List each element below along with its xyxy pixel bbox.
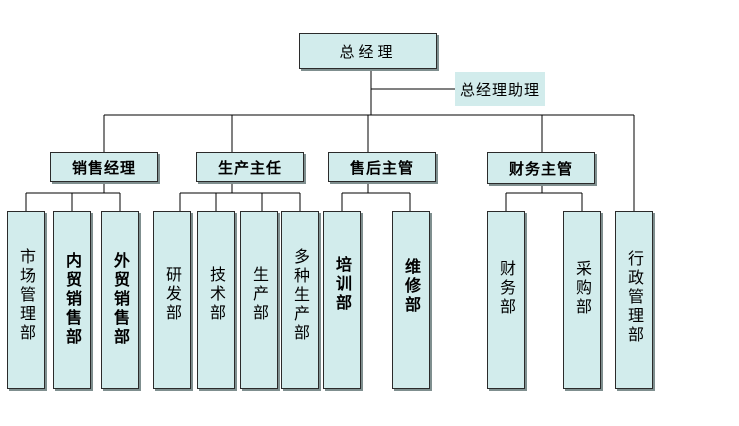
dept-label: 维修部 — [402, 258, 421, 315]
dept-label: 市场管理部 — [17, 248, 36, 343]
dept-technical: 技术部 — [197, 211, 235, 389]
assistant-label: 总经理助理 — [459, 80, 540, 99]
dept-label: 研发部 — [163, 266, 182, 323]
dept-label: 行政管理部 — [625, 250, 644, 345]
finance-supervisor-box: 财务主管 — [487, 152, 595, 184]
dept-label: 技术部 — [207, 266, 226, 323]
assistant-box: 总经理助理 — [455, 72, 545, 106]
dept-domestic-sales: 内贸销售部 — [53, 211, 91, 389]
dept-label: 多种生产部 — [291, 248, 310, 343]
dept-rnd: 研发部 — [153, 211, 191, 389]
dept-label: 财务部 — [497, 260, 516, 317]
after-sales-supervisor-label: 售后主管 — [349, 158, 414, 177]
dept-label: 内贸销售部 — [63, 252, 82, 347]
sales-manager-box: 销售经理 — [50, 152, 158, 182]
production-director-label: 生产主任 — [217, 158, 282, 177]
finance-supervisor-label: 财务主管 — [508, 159, 573, 178]
dept-foreign-sales: 外贸销售部 — [101, 211, 139, 389]
after-sales-supervisor-box: 售后主管 — [328, 152, 436, 182]
dept-label: 采购部 — [573, 260, 592, 317]
dept-label: 生产部 — [250, 266, 269, 323]
general-manager-label: 总经理 — [339, 42, 397, 61]
sales-manager-label: 销售经理 — [71, 158, 136, 177]
dept-multi-production: 多种生产部 — [281, 211, 319, 389]
dept-label: 培训部 — [333, 256, 352, 313]
dept-market-management: 市场管理部 — [7, 211, 45, 389]
dept-finance: 财务部 — [487, 211, 525, 389]
production-director-box: 生产主任 — [196, 152, 304, 182]
general-manager-box: 总经理 — [299, 33, 437, 69]
dept-label: 外贸销售部 — [111, 252, 130, 347]
dept-administration: 行政管理部 — [615, 211, 653, 389]
dept-maintenance: 维修部 — [392, 211, 430, 389]
dept-production: 生产部 — [240, 211, 278, 389]
dept-procurement: 采购部 — [563, 211, 601, 389]
dept-training: 培训部 — [323, 211, 361, 389]
